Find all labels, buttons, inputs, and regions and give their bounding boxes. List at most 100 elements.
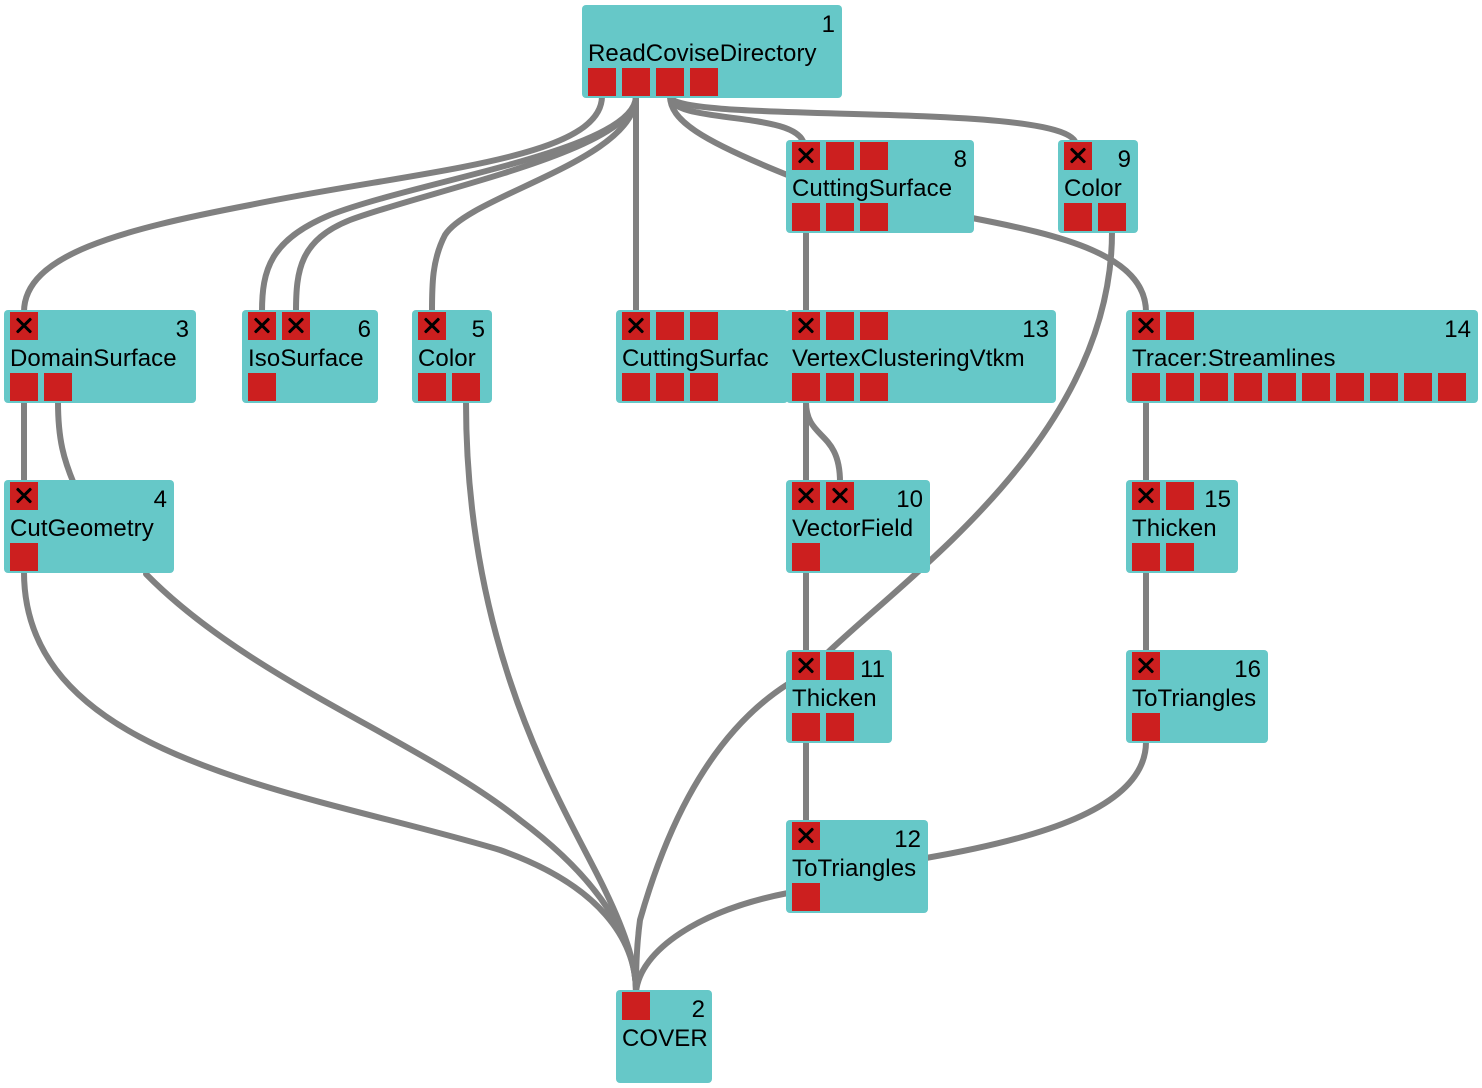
output-port[interactable] [622, 373, 650, 401]
output-port[interactable] [826, 203, 854, 231]
output-port[interactable] [1336, 373, 1364, 401]
module-tracer-streamlines[interactable]: 14 Tracer:Streamlines [1126, 310, 1478, 403]
output-port[interactable] [1132, 543, 1160, 571]
required-input-port[interactable] [792, 312, 820, 340]
input-port[interactable] [826, 652, 854, 680]
input-port[interactable] [690, 312, 718, 340]
module-name: CutGeometry [10, 515, 154, 542]
output-port[interactable] [10, 543, 38, 571]
module-color-5[interactable]: 5 Color [412, 310, 492, 403]
module-number: 15 [1204, 486, 1231, 513]
output-port[interactable] [690, 68, 718, 96]
module-number: 8 [953, 146, 967, 173]
module-vector-field[interactable]: 10 VectorField [786, 480, 930, 573]
output-port[interactable] [1064, 203, 1092, 231]
output-port[interactable] [1438, 373, 1466, 401]
output-port[interactable] [1370, 373, 1398, 401]
wire-12-to-2 [633, 890, 791, 995]
output-port[interactable] [860, 373, 888, 401]
output-port[interactable] [1132, 373, 1160, 401]
module-color-9[interactable]: 9 Color [1058, 140, 1138, 233]
output-port[interactable] [690, 373, 718, 401]
required-input-port[interactable] [248, 312, 276, 340]
output-port[interactable] [792, 543, 820, 571]
output-port[interactable] [418, 373, 446, 401]
wire-1-to-8 [667, 93, 807, 148]
module-cutting-surface-8[interactable]: 8 CuttingSurface [786, 140, 974, 233]
output-port[interactable] [826, 713, 854, 741]
required-input-port[interactable] [792, 652, 820, 680]
output-port[interactable] [622, 68, 650, 96]
required-input-port[interactable] [418, 312, 446, 340]
input-port[interactable] [826, 312, 854, 340]
output-port[interactable] [1166, 543, 1194, 571]
module-cover[interactable]: 2 COVER [616, 990, 712, 1083]
output-port[interactable] [248, 373, 276, 401]
wire-3-to-4b [55, 399, 77, 487]
wire-13-to-10b [803, 399, 843, 485]
wire-9-to-11 [817, 229, 1115, 663]
output-port[interactable] [10, 373, 38, 401]
module-name: Color [1064, 175, 1122, 202]
required-input-port[interactable] [1132, 652, 1160, 680]
wire-4-to-2b [143, 571, 639, 995]
required-input-port[interactable] [1132, 482, 1160, 510]
required-input-port[interactable] [1132, 312, 1160, 340]
output-port[interactable] [656, 68, 684, 96]
input-port[interactable] [860, 142, 888, 170]
input-port[interactable] [860, 312, 888, 340]
output-port[interactable] [1132, 713, 1160, 741]
input-port[interactable] [1166, 482, 1194, 510]
output-port[interactable] [656, 373, 684, 401]
module-vertex-clustering-vtkm[interactable]: 13 VertexClusteringVtkm [786, 310, 1056, 403]
required-input-port[interactable] [826, 482, 854, 510]
output-port[interactable] [1200, 373, 1228, 401]
module-name: VectorField [792, 515, 914, 542]
output-port[interactable] [792, 883, 820, 911]
required-input-port[interactable] [622, 312, 650, 340]
module-name: COVER [622, 1025, 708, 1052]
module-number: 11 [860, 656, 885, 683]
module-name: Thicken [792, 685, 877, 712]
required-input-port[interactable] [792, 482, 820, 510]
input-port[interactable] [1166, 312, 1194, 340]
output-port[interactable] [1268, 373, 1296, 401]
module-to-triangles-12[interactable]: 12 ToTriangles [786, 820, 928, 913]
module-iso-surface[interactable]: 6 IsoSurface [242, 310, 378, 403]
module-domain-surface[interactable]: 3 DomainSurface [4, 310, 196, 403]
input-port[interactable] [826, 142, 854, 170]
output-port[interactable] [1302, 373, 1330, 401]
output-port[interactable] [1234, 373, 1262, 401]
module-thicken-15[interactable]: 15 Thicken [1126, 480, 1238, 573]
output-port[interactable] [452, 373, 480, 401]
output-port[interactable] [826, 373, 854, 401]
module-thicken-11[interactable]: 11 Thicken [786, 650, 892, 743]
required-input-port[interactable] [792, 142, 820, 170]
input-port[interactable] [622, 992, 650, 1020]
module-cutting-surface-7[interactable]: CuttingSurfac [616, 310, 788, 403]
output-port[interactable] [1404, 373, 1432, 401]
module-number: 16 [1234, 656, 1261, 683]
input-port[interactable] [656, 312, 684, 340]
required-input-port[interactable] [10, 312, 38, 340]
wire-1-to-6b [293, 93, 639, 315]
output-port[interactable] [792, 203, 820, 231]
module-cut-geometry[interactable]: 4 CutGeometry [4, 480, 174, 573]
output-port[interactable] [1098, 203, 1126, 231]
required-input-port[interactable] [1064, 142, 1092, 170]
output-port[interactable] [860, 203, 888, 231]
output-port[interactable] [792, 373, 820, 401]
required-input-port[interactable] [10, 482, 38, 510]
output-port[interactable] [1166, 373, 1194, 401]
output-port[interactable] [588, 68, 616, 96]
required-input-port[interactable] [282, 312, 310, 340]
module-name: IsoSurface [248, 345, 364, 372]
module-read-covise-directory[interactable]: 1 ReadCoviseDirectory [582, 5, 842, 98]
output-port[interactable] [792, 713, 820, 741]
required-input-port[interactable] [792, 822, 820, 850]
module-number: 5 [471, 316, 485, 343]
output-port[interactable] [44, 373, 72, 401]
module-to-triangles-16[interactable]: 16 ToTriangles [1126, 650, 1268, 743]
wire-1-to-5 [429, 93, 639, 315]
module-name: CuttingSurface [792, 175, 953, 202]
